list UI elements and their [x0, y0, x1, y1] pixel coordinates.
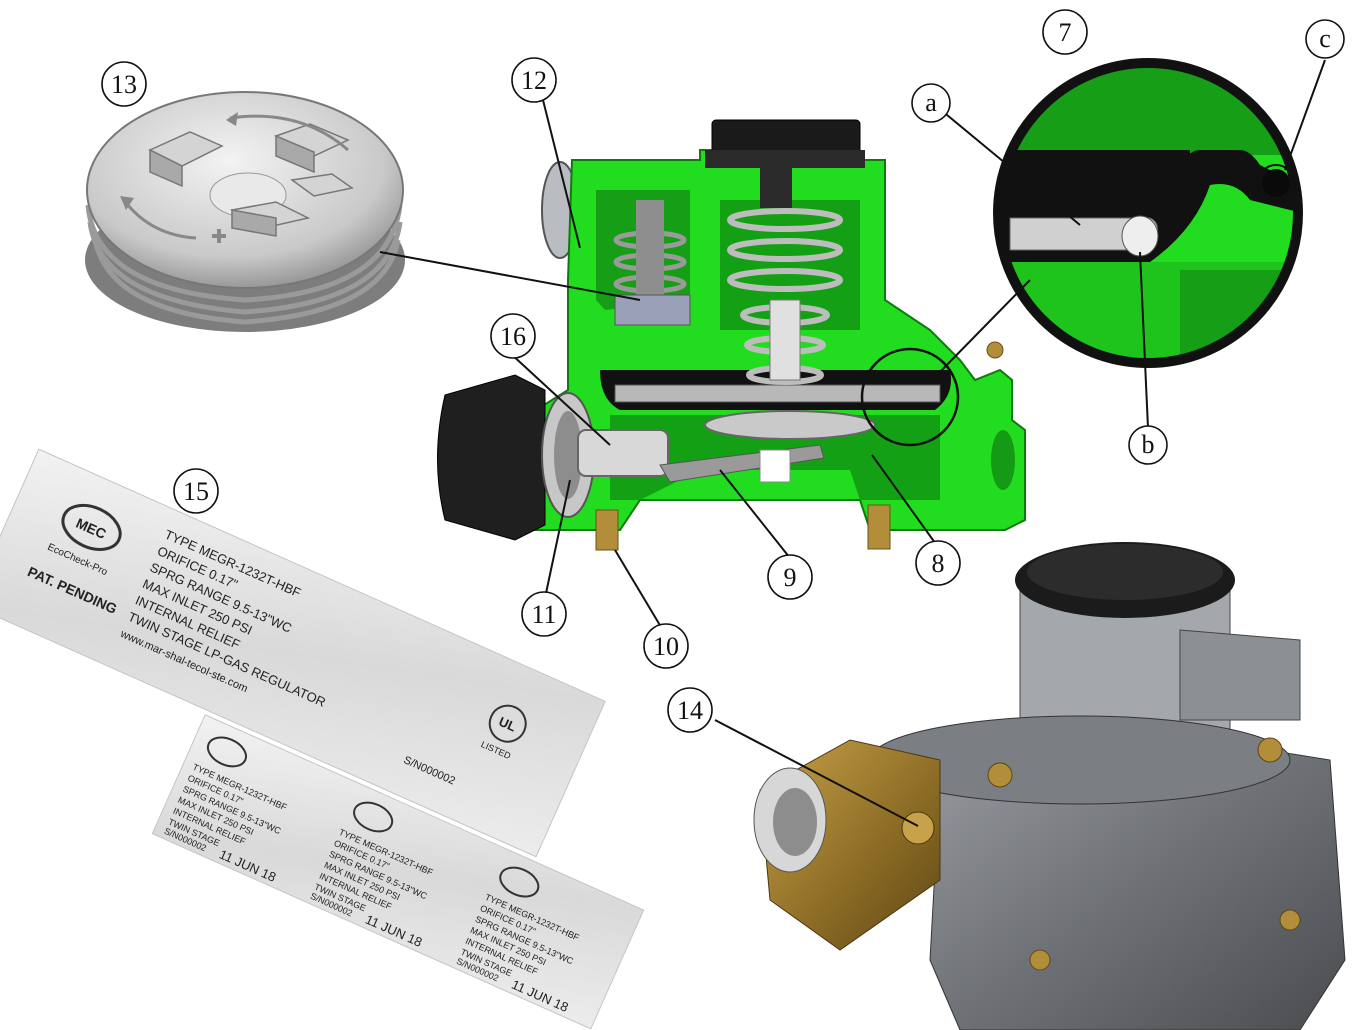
callout-10: 10 [643, 623, 689, 669]
regulator-cutaway [437, 119, 1026, 551]
callout-15: 15 [173, 468, 219, 514]
assembled-regulator-14 [753, 542, 1346, 1030]
callout-14-label: 14 [677, 696, 703, 725]
callout-16-label: 16 [500, 322, 526, 351]
callout-10-label: 10 [653, 632, 679, 661]
detail-view-7 [993, 58, 1303, 368]
diaphragm-plate-8 [704, 410, 876, 440]
orifice-nozzle-16 [577, 429, 669, 477]
callout-a: a [911, 83, 951, 123]
callout-a-label: a [925, 88, 937, 117]
nameplate-label-15: MEC EcoCheck-Pro PAT. PENDING TYPE MEGR-… [0, 448, 645, 1030]
callout-13-label: 13 [111, 70, 137, 99]
ul-text: UL [497, 714, 519, 735]
callout-11: 11 [521, 591, 567, 637]
leader-lines [379, 59, 1326, 827]
callout-8-label: 8 [932, 549, 945, 578]
callout-9: 9 [767, 554, 813, 600]
callout-c: c [1305, 19, 1345, 59]
callout-9-label: 9 [784, 563, 797, 592]
callout-16: 16 [490, 313, 536, 359]
callout-b: b [1128, 425, 1168, 465]
brass-bolt-10 [595, 509, 619, 551]
callout-7: 7 [1042, 9, 1088, 55]
callout-11-label: 11 [531, 600, 556, 629]
callout-15-label: 15 [183, 477, 209, 506]
adjusting-cap-13 [85, 91, 405, 332]
callout-13: 13 [101, 61, 147, 107]
callout-8: 8 [915, 540, 961, 586]
callout-7-label: 7 [1059, 18, 1072, 47]
callout-12: 12 [511, 57, 557, 103]
detail-zoom-marker [860, 347, 960, 447]
callout-c-label: c [1319, 24, 1331, 53]
callout-14: 14 [667, 687, 713, 733]
callout-12-label: 12 [521, 66, 547, 95]
callout-b-label: b [1142, 430, 1155, 459]
